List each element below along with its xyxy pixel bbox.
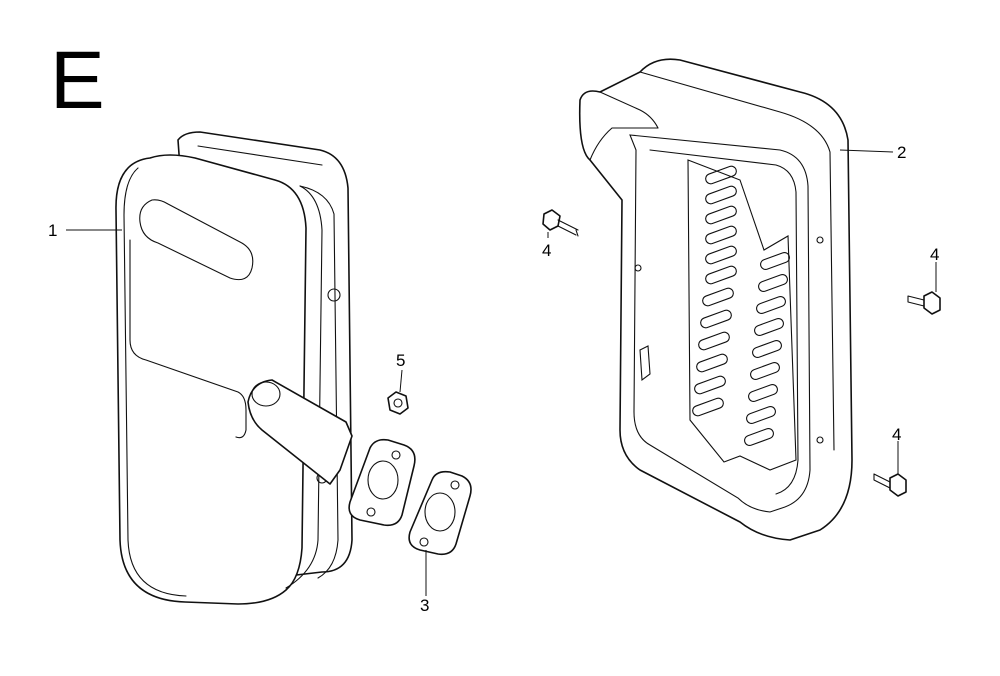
bolt-top-left-part — [542, 209, 579, 237]
callout-muffler-protector: 2 — [897, 143, 906, 162]
muffler-protector-part — [578, 58, 853, 541]
section-letter: E — [50, 35, 105, 126]
bolt-right-part — [907, 291, 941, 315]
callout-gasket: 3 — [420, 596, 429, 615]
bolt-bottom-right-part — [873, 473, 907, 497]
nut-part — [387, 391, 409, 415]
callout-bolt-right: 4 — [930, 245, 939, 264]
leader-lines — [66, 149, 937, 596]
callout-nut: 5 — [396, 351, 405, 370]
muffler-part — [115, 131, 416, 605]
callout-bolt-bottom-right: 4 — [892, 425, 901, 444]
callout-muffler: 1 — [48, 221, 57, 240]
callout-bolt-top-left: 4 — [542, 241, 551, 260]
gasket-part — [408, 470, 472, 556]
